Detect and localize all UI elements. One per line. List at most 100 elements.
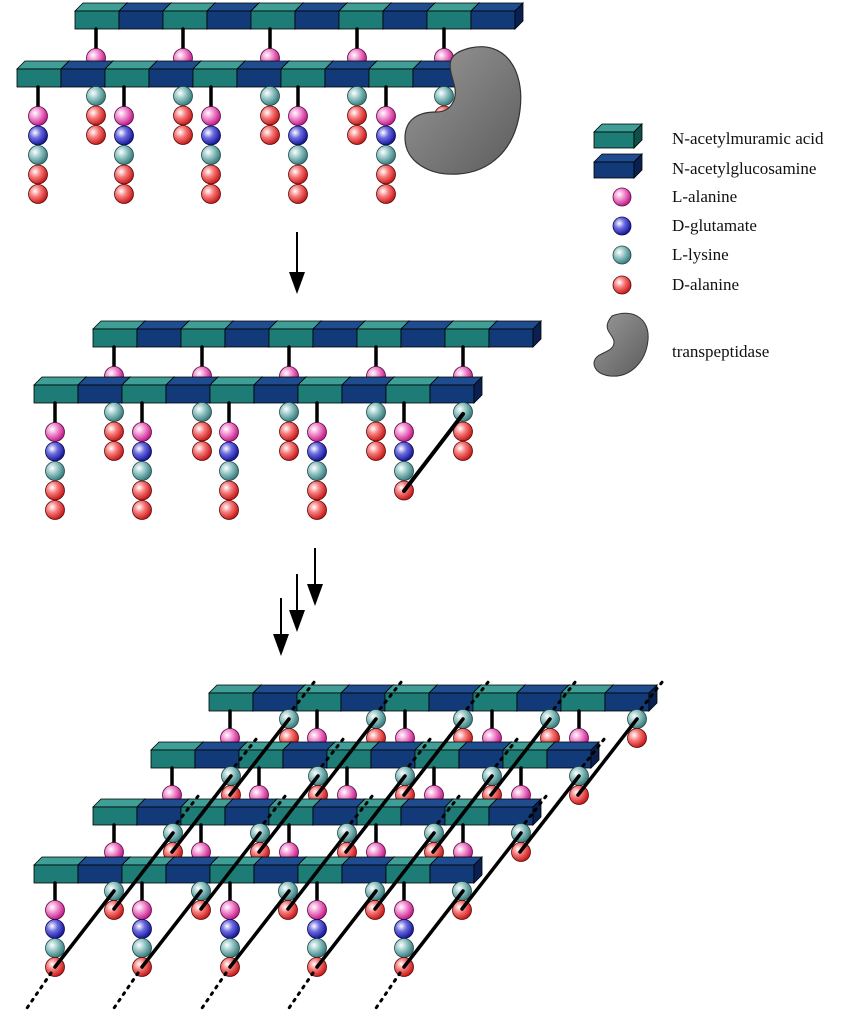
block-front-face	[224, 806, 270, 826]
l-alanine-sphere	[394, 422, 414, 442]
d-alanine-sphere	[288, 164, 308, 185]
block-top-face	[356, 320, 410, 330]
legend-label-d-alanine: D-alanine	[672, 275, 739, 294]
block-top-face	[470, 2, 524, 12]
block-top-face	[206, 2, 260, 12]
nag-block	[206, 2, 260, 30]
nag-block	[429, 856, 483, 884]
peptide-chain	[201, 85, 221, 204]
block-front-face	[118, 10, 164, 30]
block-top-face	[384, 684, 438, 694]
block-front-face	[236, 68, 282, 88]
legend-label-nag: N-acetylglucosamine	[672, 159, 816, 178]
navy-block-icon	[593, 153, 643, 179]
bond	[576, 717, 639, 797]
block-top-face	[428, 684, 482, 694]
d-glutamate-sphere	[132, 919, 152, 939]
block-top-face	[488, 320, 542, 330]
block-front-face	[560, 692, 606, 712]
block-front-face	[312, 328, 358, 348]
dotted-continuation	[110, 971, 140, 1013]
arrow-icon	[273, 598, 289, 656]
block-front-face	[356, 328, 402, 348]
arrow-icon	[289, 574, 305, 632]
bond	[431, 774, 494, 854]
block-top-face	[165, 376, 219, 386]
block-top-face	[382, 2, 436, 12]
l-lysine-sphere	[288, 145, 308, 165]
l-lysine-sphere	[173, 86, 193, 106]
d-alanine-sphere	[201, 184, 221, 204]
block-top-face	[546, 741, 600, 751]
block-top-face	[208, 684, 262, 694]
block-top-face	[253, 376, 307, 386]
block-front-face	[324, 68, 370, 88]
d-alanine-sphere	[45, 500, 65, 520]
legend-item-l-lysine: L-lysine	[612, 245, 729, 265]
d-glutamate-sphere	[219, 441, 239, 462]
block-top-face	[429, 376, 483, 386]
d-alanine-sphere	[28, 164, 48, 185]
nag-block	[341, 856, 395, 884]
block-front-face	[136, 328, 182, 348]
nag-block	[593, 153, 643, 179]
block-top-face	[458, 741, 512, 751]
bond	[286, 831, 349, 911]
arrow-head	[289, 272, 305, 294]
d-alanine-sphere	[347, 125, 367, 145]
arrow-icon	[289, 232, 305, 294]
l-alanine-sphere	[132, 422, 152, 442]
block-top-face	[60, 60, 114, 70]
block-side-face	[532, 798, 542, 826]
block-front-face	[121, 384, 167, 404]
l-alanine-sphere	[201, 106, 221, 126]
l-lysine-sphere	[260, 86, 280, 106]
d-alanine-sphere	[192, 441, 212, 461]
block-front-face	[165, 864, 211, 884]
l-lysine-sphere	[28, 145, 48, 165]
block-top-face	[92, 798, 146, 808]
d-alanine-sphere	[279, 441, 299, 461]
stage-2-single-crosslink	[33, 320, 542, 656]
bond	[373, 831, 436, 911]
nag-block	[400, 320, 454, 348]
bond	[140, 889, 203, 969]
block-side-face	[633, 153, 643, 179]
legend-label-l-lysine: L-lysine	[672, 245, 729, 264]
block-front-face	[429, 864, 475, 884]
block-front-face	[429, 384, 475, 404]
peptide-chain	[453, 402, 473, 461]
dotted-continuation	[523, 793, 549, 825]
peptide-chain	[260, 86, 280, 145]
block-top-face	[236, 60, 290, 70]
block-top-face	[338, 2, 392, 12]
block-front-face	[16, 68, 62, 88]
dotted-continuation	[262, 793, 288, 825]
block-top-face	[77, 376, 131, 386]
glycan-strand	[33, 376, 483, 404]
d-glutamate-sphere	[132, 441, 152, 462]
block-top-face	[280, 60, 334, 70]
block-top-face	[162, 2, 216, 12]
d-alanine-sphere	[104, 421, 124, 442]
block-front-face	[194, 749, 240, 769]
block-front-face	[368, 68, 414, 88]
block-top-face	[282, 741, 336, 751]
stage-1-uncrosslinked	[16, 2, 524, 294]
d-alanine-sphere	[192, 421, 212, 442]
l-lysine-sphere	[366, 402, 386, 422]
block-front-face	[165, 384, 211, 404]
l-alanine-sphere	[45, 422, 65, 442]
bond	[460, 831, 523, 911]
block-top-face	[136, 798, 190, 808]
block-front-face	[77, 384, 123, 404]
peptide-chain	[307, 401, 327, 520]
block-side-face	[532, 320, 542, 348]
l-lysine-sphere	[394, 461, 414, 481]
block-front-face	[294, 10, 340, 30]
d-glutamate-sphere	[201, 125, 221, 146]
legend-item-transpeptidase: transpeptidase	[593, 312, 769, 377]
dotted-continuation	[378, 679, 404, 711]
block-front-face	[341, 384, 387, 404]
